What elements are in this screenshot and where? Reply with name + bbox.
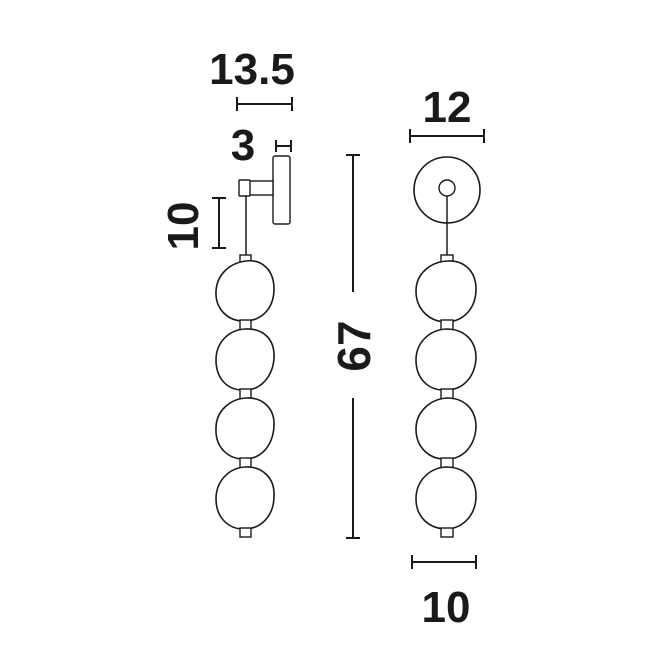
bottom-finial	[239, 527, 252, 538]
bracket-arm	[248, 180, 274, 196]
glass-globe-2	[215, 328, 275, 391]
front-glass-globe-1	[415, 260, 477, 323]
front-bottom-finial	[440, 527, 454, 538]
dim-bracket-depth-line	[275, 140, 292, 152]
dim-canopy-diameter-line	[409, 129, 485, 143]
dim-shade-diameter-label: 10	[422, 583, 471, 632]
front-glass-globe-4	[415, 466, 477, 530]
dim-total-height-label: 67	[328, 320, 380, 371]
wall-plate	[272, 155, 291, 225]
dim-shade-diameter-line	[411, 555, 477, 569]
canopy-arm-end	[438, 179, 456, 197]
dim-bracket-drop-label: 10	[159, 202, 208, 251]
front-glass-globe-2	[415, 328, 477, 391]
dim-bracket-drop-line	[212, 197, 226, 249]
front-glass-globe-3	[415, 397, 477, 460]
dim-canopy-diameter-label: 12	[423, 83, 472, 132]
side-view-lamp	[215, 155, 291, 538]
bracket-cap	[238, 179, 251, 197]
dim-wall-depth-label: 13.5	[209, 45, 295, 94]
dim-wall-depth-line	[236, 97, 293, 111]
glass-globe-1	[215, 260, 275, 322]
glass-globe-3	[215, 397, 275, 460]
front-view-lamp	[413, 156, 481, 538]
dim-total-height-line	[346, 154, 360, 539]
glass-globe-4	[215, 466, 275, 530]
dim-bracket-depth-label: 3	[231, 121, 255, 170]
